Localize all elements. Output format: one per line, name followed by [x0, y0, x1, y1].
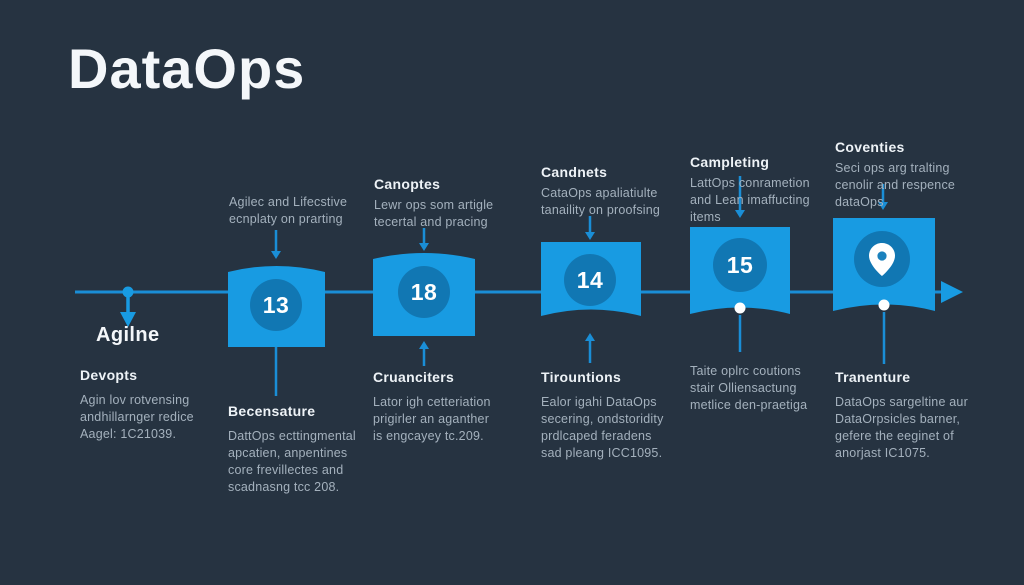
milestone-below-heading-5: Tranenture — [835, 369, 911, 385]
milestone-below-heading-3: Tirountions — [541, 369, 622, 385]
milestone-below-text-1: Becensature DattOps ecttingmental apcati… — [228, 403, 378, 496]
milestone-above-heading-4: Campleting — [690, 154, 770, 170]
number-circle-2 — [398, 266, 450, 318]
milestone-above-heading-2: Canoptes — [374, 176, 441, 192]
start-body: Agin lov rotvensing andhillarnger redice… — [80, 393, 194, 441]
arrow-down-icon-5 — [878, 202, 888, 210]
milestone-dot-5 — [878, 299, 890, 311]
milestone-below-text-5: Tranenture DataOps sargeltine aur DataOr… — [835, 369, 1005, 462]
milestone-below-body-1: DattOps ecttingmental apcatien, anpentin… — [228, 429, 356, 494]
start-heading: Devopts — [80, 367, 138, 383]
milestone-below-body-5: DataOps sargeltine aur DataOrpsicles bar… — [835, 395, 968, 460]
arrow-down-icon-3 — [585, 232, 595, 240]
start-dot — [122, 286, 134, 298]
milestone-below-body-2: Lator igh cetteriation prigirler an agan… — [373, 395, 491, 443]
arrow-up-icon-3 — [585, 333, 595, 341]
milestone-above-body-5: Seci ops arg tralting cenolir and respen… — [835, 161, 956, 209]
milestone-above-heading-3: Candnets — [541, 164, 608, 180]
milestone-below-body-3: Ealor igahi DataOps secering, ondstoridi… — [541, 395, 664, 460]
milestone-below-text-3: Tirountions Ealor igahi DataOps secering… — [541, 369, 701, 462]
milestone-dot-4 — [734, 302, 746, 314]
milestone-above-body-2: Lewr ops som artigle tecertal and pracin… — [374, 198, 494, 229]
number-circle-4 — [713, 238, 767, 292]
milestone-below-body-4: Taite oplrc coutions stair Olliensactung… — [690, 364, 808, 412]
milestone-number-4: 15 — [726, 252, 754, 278]
number-circle-1 — [250, 279, 302, 331]
milestone-above-body-4: LattOps conrametion and Lean imaffucting… — [690, 176, 810, 224]
milestone-shape-1 — [228, 266, 325, 347]
milestone-number-2: 18 — [410, 279, 438, 305]
milestone-above-text-1: Agilec and Lifecstive ecnplaty on prarti… — [229, 194, 379, 228]
milestone-below-text-4: Taite oplrc coutions stair Olliensactung… — [690, 363, 850, 414]
number-circle-3 — [564, 254, 616, 306]
milestone-number-1: 13 — [262, 292, 290, 318]
milestone-above-text-5: Coventies Seci ops arg tralting cenolir … — [835, 139, 995, 211]
timeline-arrowhead-icon — [941, 281, 963, 303]
milestone-above-text-3: Candnets CataOps apaliatiulte tanaility … — [541, 164, 691, 219]
milestone-above-text-2: Canoptes Lewr ops som artigle tecertal a… — [374, 176, 524, 231]
arrow-down-icon-4 — [735, 210, 745, 218]
milestone-above-body-3: CataOps apaliatiulte tanaility on proofs… — [541, 186, 661, 217]
start-text-block: Devopts Agin lov rotvensing andhillarnge… — [80, 367, 240, 443]
start-label: Agilne — [96, 324, 160, 346]
arrow-down-icon-2 — [419, 243, 429, 251]
start-arrow-down-icon — [120, 312, 136, 327]
page-title: DataOps — [68, 37, 306, 100]
milestone-shape-2 — [373, 253, 475, 336]
location-pin-hole — [877, 251, 887, 261]
milestone-below-text-2: Cruanciters Lator igh cetteriation prigi… — [373, 369, 533, 445]
milestone-shape-4 — [690, 227, 790, 314]
milestone-below-heading-2: Cruanciters — [373, 369, 455, 385]
arrow-up-icon-2 — [419, 341, 429, 349]
milestone-above-text-4: Campleting LattOps conrametion and Lean … — [690, 154, 840, 226]
arrow-down-icon-1 — [271, 251, 281, 259]
milestone-below-heading-1: Becensature — [228, 403, 316, 419]
milestone-above-heading-5: Coventies — [835, 139, 905, 155]
milestone-shape-3 — [541, 242, 641, 316]
milestone-number-3: 14 — [576, 267, 604, 293]
milestone-above-body-1: Agilec and Lifecstive ecnplaty on prarti… — [229, 195, 348, 226]
